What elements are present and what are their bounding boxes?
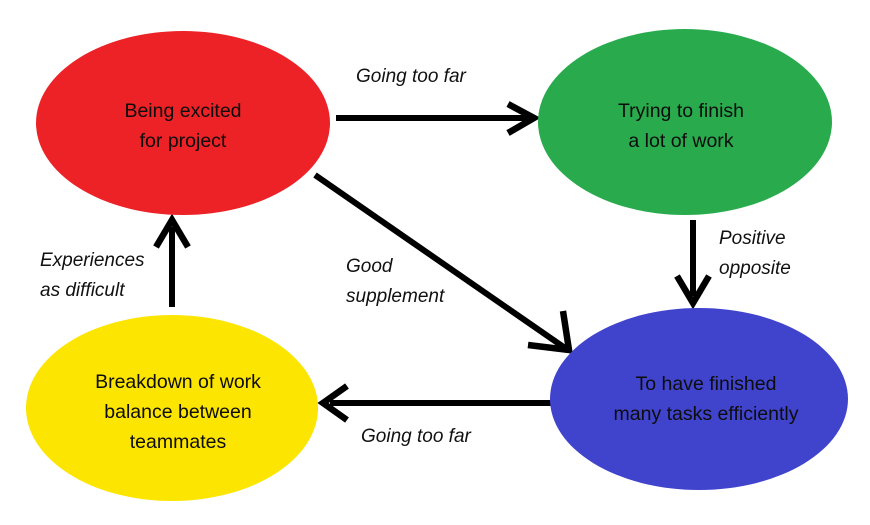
node-label-breakdown-line2: balance between: [104, 401, 251, 423]
node-shape-blue-ellipse[interactable]: [550, 308, 848, 490]
arrowhead-breakdown-to-excited: [153, 213, 191, 249]
edge-label-experiences-line1: Experiences: [40, 250, 145, 271]
node-label-excited-line2: for project: [140, 130, 227, 152]
arrowhead-finished-to-breakdown: [317, 383, 349, 423]
edge-finished-to-breakdown: Going too far: [317, 383, 552, 447]
edge-label-positive-line2: opposite: [719, 258, 791, 279]
edge-label-good-line2: supplement: [346, 286, 445, 307]
node-label-finished-line2: many tasks efficiently: [614, 403, 799, 425]
node-to-have-finished-many-tasks-efficiently[interactable]: To have finished many tasks efficiently: [550, 308, 848, 490]
node-shape-green-ellipse[interactable]: [538, 29, 832, 215]
edge-excited-to-trying: Going too far: [336, 66, 541, 136]
edge-breakdown-to-excited: Experiences as difficult: [40, 213, 191, 307]
edge-label-positive-line1: Positive: [719, 228, 786, 249]
edge-label-going-too-far-top: Going too far: [356, 66, 467, 87]
arrowhead-trying-to-finished: [674, 274, 712, 310]
node-being-excited-for-project[interactable]: Being excited for project: [36, 31, 330, 215]
node-label-breakdown-line1: Breakdown of work: [95, 371, 261, 393]
node-label-trying-line1: Trying to finish: [618, 100, 744, 122]
node-label-trying-line2: a lot of work: [628, 130, 733, 152]
node-label-finished-line1: To have finished: [636, 373, 777, 395]
node-breakdown-of-work-balance-between-teammates[interactable]: Breakdown of work balance between teamma…: [26, 315, 318, 501]
edge-label-good-line1: Good: [346, 256, 394, 277]
edge-label-experiences-line2: as difficult: [40, 280, 125, 301]
node-shape-red-ellipse[interactable]: [36, 31, 330, 215]
edge-label-going-too-far-bottom: Going too far: [361, 426, 472, 447]
arrowhead-excited-to-trying: [506, 101, 541, 136]
node-label-breakdown-line3: teammates: [130, 431, 227, 453]
node-shape-yellow-ellipse[interactable]: [26, 315, 318, 501]
edge-trying-to-finished: Positive opposite: [674, 220, 791, 310]
node-label-excited-line1: Being excited: [124, 100, 241, 122]
edge-line-excited-to-finished: [313, 172, 567, 351]
arrowhead-excited-to-finished: [527, 310, 573, 354]
node-trying-to-finish-a-lot-of-work[interactable]: Trying to finish a lot of work: [538, 29, 832, 215]
edge-excited-to-finished: Good supplement: [313, 172, 573, 354]
